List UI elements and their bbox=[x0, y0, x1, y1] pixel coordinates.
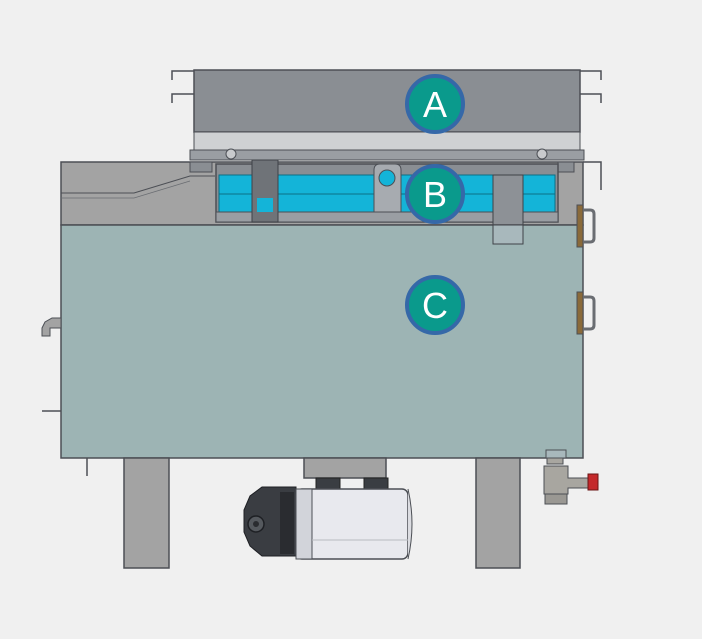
right-handle-lower bbox=[576, 291, 596, 335]
upper-tray-lip bbox=[193, 131, 581, 151]
water-channel bbox=[215, 159, 559, 245]
marker-b: B bbox=[405, 164, 465, 224]
marker-b-label: B bbox=[423, 174, 447, 215]
left-elbow-fitting bbox=[41, 317, 62, 337]
marker-b-circle bbox=[405, 164, 465, 224]
tray-bolt-right bbox=[536, 148, 548, 160]
marker-c: C bbox=[405, 275, 465, 335]
tank-top-profile-line bbox=[61, 175, 215, 194]
marker-c-circle bbox=[405, 275, 465, 335]
left-leg bbox=[123, 457, 170, 569]
left-clip bbox=[189, 161, 213, 173]
main-tank bbox=[41, 204, 596, 459]
marker-a-circle bbox=[405, 74, 465, 134]
pump-motor bbox=[295, 488, 409, 560]
valve-handle bbox=[587, 473, 599, 491]
upper-tray-body bbox=[193, 69, 581, 133]
left-pipe-window bbox=[257, 198, 273, 212]
drain-stub bbox=[545, 449, 567, 459]
marker-a: A bbox=[405, 74, 465, 134]
drain-valve bbox=[543, 457, 599, 505]
pump-assembly bbox=[243, 457, 413, 560]
left-pipe bbox=[251, 159, 279, 223]
right-hook-upper bbox=[579, 70, 602, 80]
left-hook-lower bbox=[171, 93, 194, 103]
upper-tray-rail bbox=[189, 149, 585, 161]
main-tank-body bbox=[60, 224, 584, 459]
marker-c-label: C bbox=[422, 285, 448, 326]
support-legs bbox=[86, 457, 521, 569]
marker-a-label: A bbox=[423, 84, 447, 125]
right-hook-lower bbox=[579, 93, 602, 103]
left-hook-upper bbox=[171, 70, 194, 80]
right-leg bbox=[475, 457, 521, 569]
upper-tray bbox=[171, 69, 602, 161]
pump-mount-plate bbox=[303, 457, 387, 479]
right-clip bbox=[557, 161, 575, 173]
tray-bolt-left bbox=[225, 148, 237, 160]
tank-top-profile-line-2 bbox=[61, 180, 191, 199]
bracket-hole bbox=[378, 169, 396, 187]
right-handle-upper bbox=[576, 204, 596, 248]
right-pipe-lower bbox=[492, 224, 524, 245]
right-side-hook bbox=[583, 161, 602, 190]
